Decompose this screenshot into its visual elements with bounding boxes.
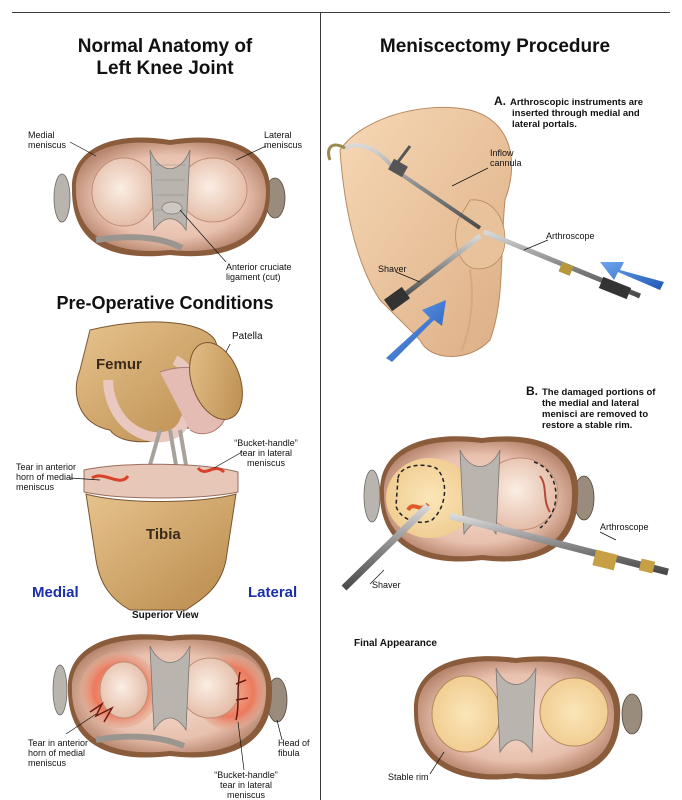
label-anterior-horn-superior: Tear in anterior horn of medial meniscus bbox=[28, 738, 89, 768]
label-shaver-b: Shaver bbox=[372, 580, 401, 590]
label-femur: Femur bbox=[96, 356, 142, 373]
step-b-plateau bbox=[341, 436, 669, 591]
step-a-letter: A. bbox=[494, 94, 506, 108]
label-bucket-handle-preop: “Bucket-handle” tear in lateral meniscus bbox=[234, 438, 298, 468]
label-tibia: Tibia bbox=[146, 526, 181, 543]
label-acl: Anterior cruciate ligament (cut) bbox=[226, 262, 292, 282]
preop-knee bbox=[75, 321, 243, 611]
side-lateral-label: Lateral bbox=[248, 584, 298, 601]
label-medial-meniscus: Medial meniscus bbox=[28, 130, 67, 150]
step-a-knee bbox=[327, 106, 664, 362]
preop-title: Pre-Operative Conditions bbox=[56, 293, 274, 313]
label-patella: Patella bbox=[232, 331, 263, 342]
label-arthroscope-b: Arthroscope bbox=[600, 522, 649, 532]
label-anterior-horn-preop: Tear in anterior horn of medial meniscus bbox=[16, 462, 77, 492]
side-medial-label: Medial bbox=[32, 584, 79, 601]
label-inflow-cannula: Inflow cannula bbox=[490, 148, 522, 168]
label-bucket-handle-superior: “Bucket-handle” tear in lateral meniscus bbox=[214, 770, 278, 800]
final-appearance-title: Final Appearance bbox=[354, 638, 437, 649]
label-head-fibula: Head of fibula bbox=[278, 738, 310, 758]
label-lateral-meniscus: Lateral meniscus bbox=[264, 130, 303, 150]
step-b-letter: B. bbox=[526, 384, 538, 398]
superior-view-plateau bbox=[52, 634, 288, 758]
top-border bbox=[12, 12, 670, 13]
column-divider bbox=[320, 12, 321, 800]
normal-anatomy-title: Normal Anatomy of Left Knee Joint bbox=[77, 36, 253, 79]
step-a-text: A.Arthroscopic instruments are inserted … bbox=[494, 94, 644, 130]
meniscectomy-title: Meniscectomy Procedure bbox=[379, 36, 611, 57]
normal-plateau bbox=[53, 137, 286, 257]
step-b-text: B.The damaged portions of the medial and… bbox=[526, 384, 656, 431]
superior-view-title: Superior View bbox=[132, 610, 199, 621]
label-arthroscope-a: Arthroscope bbox=[546, 231, 595, 241]
final-plateau bbox=[413, 656, 643, 780]
label-shaver-a: Shaver bbox=[378, 264, 407, 274]
label-stable-rim: Stable rim bbox=[388, 772, 429, 782]
